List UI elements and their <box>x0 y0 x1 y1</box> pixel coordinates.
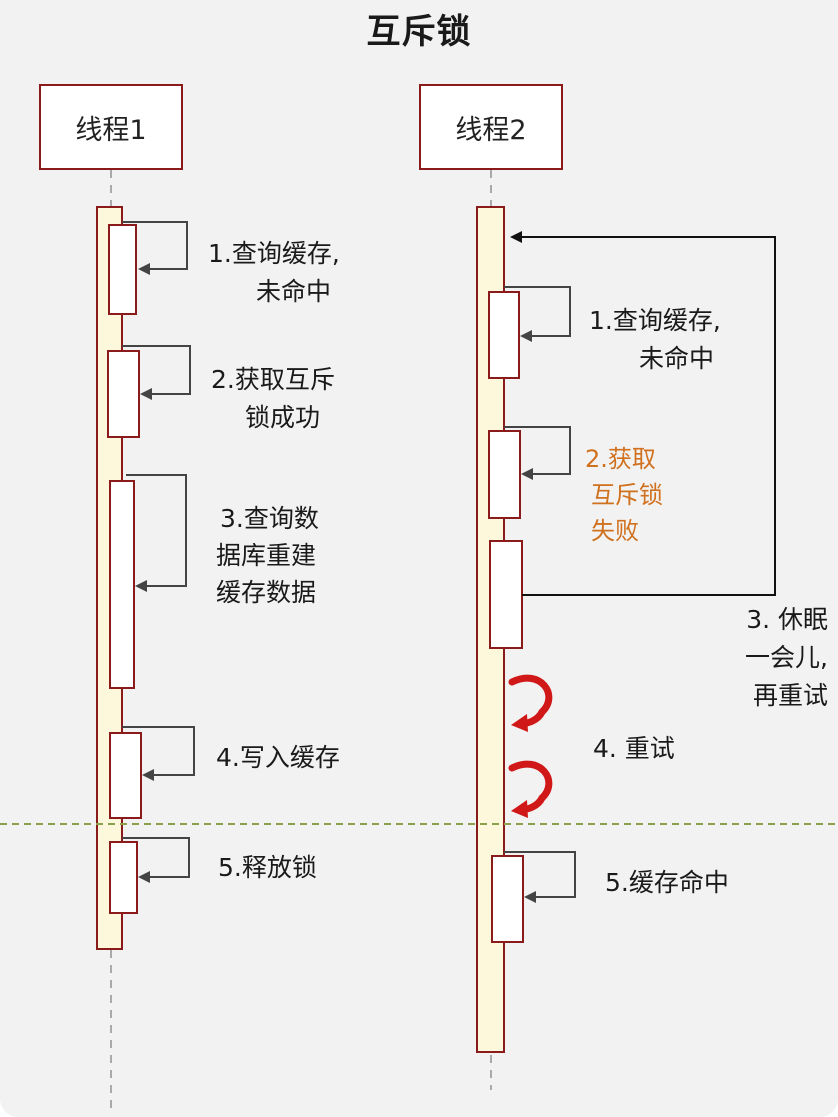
retry-arrow-1-icon <box>508 674 553 732</box>
thread1-step1-box <box>108 221 188 315</box>
participant-thread2: 线程2 <box>419 84 563 170</box>
participant-thread2-label: 线程2 <box>455 114 527 146</box>
thread2-step3-box <box>489 540 523 649</box>
thread2-step2-label: 2.获取 互斥锁 失败 <box>585 445 663 545</box>
participant-thread1-label: 线程1 <box>75 114 147 146</box>
thread2-step5-box <box>491 851 576 943</box>
diagram-title: 互斥锁 <box>366 12 472 52</box>
thread1-step1-label: 1.查询缓存, 未命中 <box>208 239 340 306</box>
thread2-step3-label: 3. 休眠 一会儿, 再重试 <box>745 605 828 710</box>
thread1-step3-label: 3.查询数 据库重建 缓存数据 <box>216 504 319 607</box>
thread2-step1-box <box>488 286 571 379</box>
thread1-step4-label: 4.写入缓存 <box>216 743 340 772</box>
thread2-step2-box <box>488 426 571 519</box>
thread1-step5-label: 5.释放锁 <box>218 853 317 882</box>
thread2-step5-label: 5.缓存命中 <box>605 868 729 897</box>
thread1-step4-box <box>109 726 195 819</box>
thread1-step5-box <box>109 837 190 914</box>
thread1-step2-box <box>107 345 191 438</box>
thread1-step3-box <box>109 474 187 689</box>
thread2-step4-label: 4. 重试 <box>593 734 675 763</box>
participant-thread1: 线程1 <box>39 84 183 170</box>
thread2-retry-loop-arrow <box>510 231 776 596</box>
thread1-step2-label: 2.获取互斥 锁成功 <box>211 365 335 432</box>
thread2-step1-label: 1.查询缓存, 未命中 <box>589 306 721 373</box>
retry-arrow-2-icon <box>508 760 553 818</box>
